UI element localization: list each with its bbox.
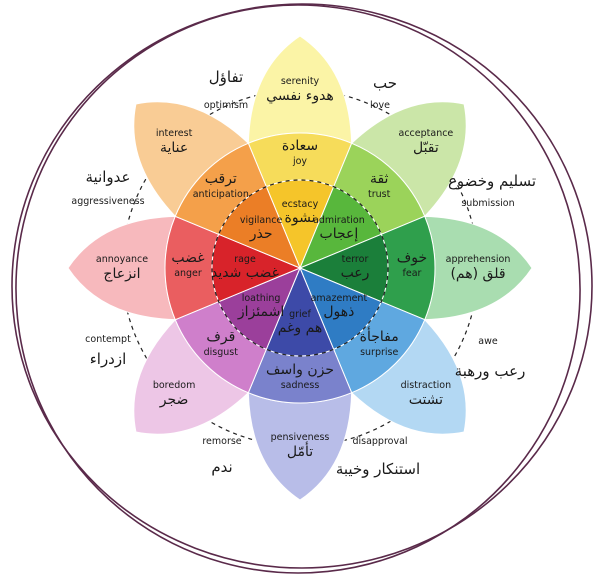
dyad-aggressiveness-ar: عدوانية [86, 168, 131, 186]
label-purple-outer-en: boredom [153, 380, 195, 391]
label-teal-mid-en: fear [403, 268, 422, 279]
label-indigo-inner-ar: هم وغم [278, 320, 323, 336]
dyad-love-ar: حب [373, 74, 397, 92]
label-blue-inner-en: amazement [311, 293, 368, 304]
label-purple-mid-ar: قرف [206, 329, 235, 345]
dyad-remorse-en: remorse [202, 436, 241, 447]
label-teal-mid-ar: خوف [397, 250, 427, 266]
label-indigo-mid-en: sadness [281, 380, 320, 391]
label-orange-inner-en: vigilance [240, 215, 283, 226]
dyad-optimism-ar: تفاؤل [209, 68, 243, 86]
label-indigo-mid-ar: حزن واسف [266, 362, 334, 378]
label-indigo-outer-en: pensiveness [271, 432, 330, 443]
dyad-awe-en: awe [478, 336, 498, 347]
label-yellow-mid-en: joy [292, 156, 307, 167]
label-green-inner-ar: إعجاب [320, 226, 359, 242]
label-red-inner-ar: غضب شديد [211, 265, 279, 281]
label-red-inner-en: rage [234, 254, 256, 265]
label-orange-outer-ar: عناية [160, 140, 188, 156]
dyad-contempt-en: contempt [85, 334, 131, 345]
dyad-awe-ar: رعب ورهبة [455, 362, 526, 380]
dyad-optimism-en: optimism [204, 100, 248, 111]
label-teal-outer-en: apprehension [446, 254, 511, 265]
label-indigo-inner-en: grief [289, 309, 311, 320]
label-orange-outer-en: interest [156, 128, 193, 139]
label-red-outer-ar: انزعاج [103, 266, 140, 282]
dyad-aggressiveness-en: aggressiveness [71, 196, 144, 207]
label-green-outer-en: acceptance [399, 128, 454, 139]
label-teal-inner-ar: رعب [341, 265, 370, 281]
label-purple-inner-en: loathing [242, 293, 281, 304]
label-orange-inner-ar: حذر [249, 226, 273, 242]
dyad-remorse-ar: ندم [211, 458, 232, 476]
label-yellow-outer-ar: هدوء نفسي [266, 88, 334, 104]
label-indigo-outer-ar: تأمّل [287, 441, 313, 460]
label-red-mid-ar: غضب [171, 250, 204, 266]
label-blue-mid-ar: مفاجأة [360, 326, 399, 345]
petal-inner-yellow [265, 179, 335, 270]
dyad-disapproval-ar: استنكار وخيبة [336, 460, 420, 478]
dyad-submission-en: submission [461, 198, 514, 209]
label-yellow-inner-en: ecstacy [282, 199, 319, 210]
label-blue-outer-ar: تشتت [409, 392, 443, 408]
label-green-mid-en: trust [368, 189, 391, 200]
label-teal-outer-ar: قلق (هم) [450, 266, 505, 282]
label-yellow-outer-en: serenity [281, 76, 320, 87]
outer-frame-ring [11, 3, 593, 569]
label-yellow-inner-ar: نشوة [285, 210, 316, 226]
label-blue-inner-ar: ذهول [323, 304, 354, 320]
petals [67, 35, 533, 501]
label-teal-inner-en: terror [342, 254, 369, 265]
label-blue-mid-en: surprise [360, 347, 398, 358]
label-orange-mid-ar: ترقب [205, 171, 237, 187]
label-red-outer-en: annoyance [96, 254, 148, 265]
inner-dashed-ring [211, 179, 389, 357]
dyad-submission-ar: تسليم وخضوع [448, 172, 536, 190]
label-purple-mid-en: disgust [204, 347, 239, 358]
label-red-mid-en: anger [174, 268, 202, 279]
label-green-mid-ar: ثقة [370, 171, 389, 187]
dyad-labels: حب love تسليم وخضوع submission awe رعب و… [71, 68, 536, 478]
label-blue-outer-en: distraction [401, 380, 452, 391]
dyad-disapproval-en: disapproval [352, 436, 407, 447]
label-purple-outer-ar: ضجر [159, 392, 189, 408]
dyad-love-en: love [370, 100, 390, 111]
label-purple-inner-ar: اشمئزاز [237, 304, 284, 320]
label-green-outer-ar: تقبّل [413, 140, 439, 156]
label-orange-mid-en: anticipation [193, 189, 249, 200]
label-green-inner-en: admiration [313, 215, 365, 226]
label-yellow-mid-ar: سعادة [282, 138, 318, 154]
dyad-contempt-ar: ازدراء [90, 350, 127, 368]
